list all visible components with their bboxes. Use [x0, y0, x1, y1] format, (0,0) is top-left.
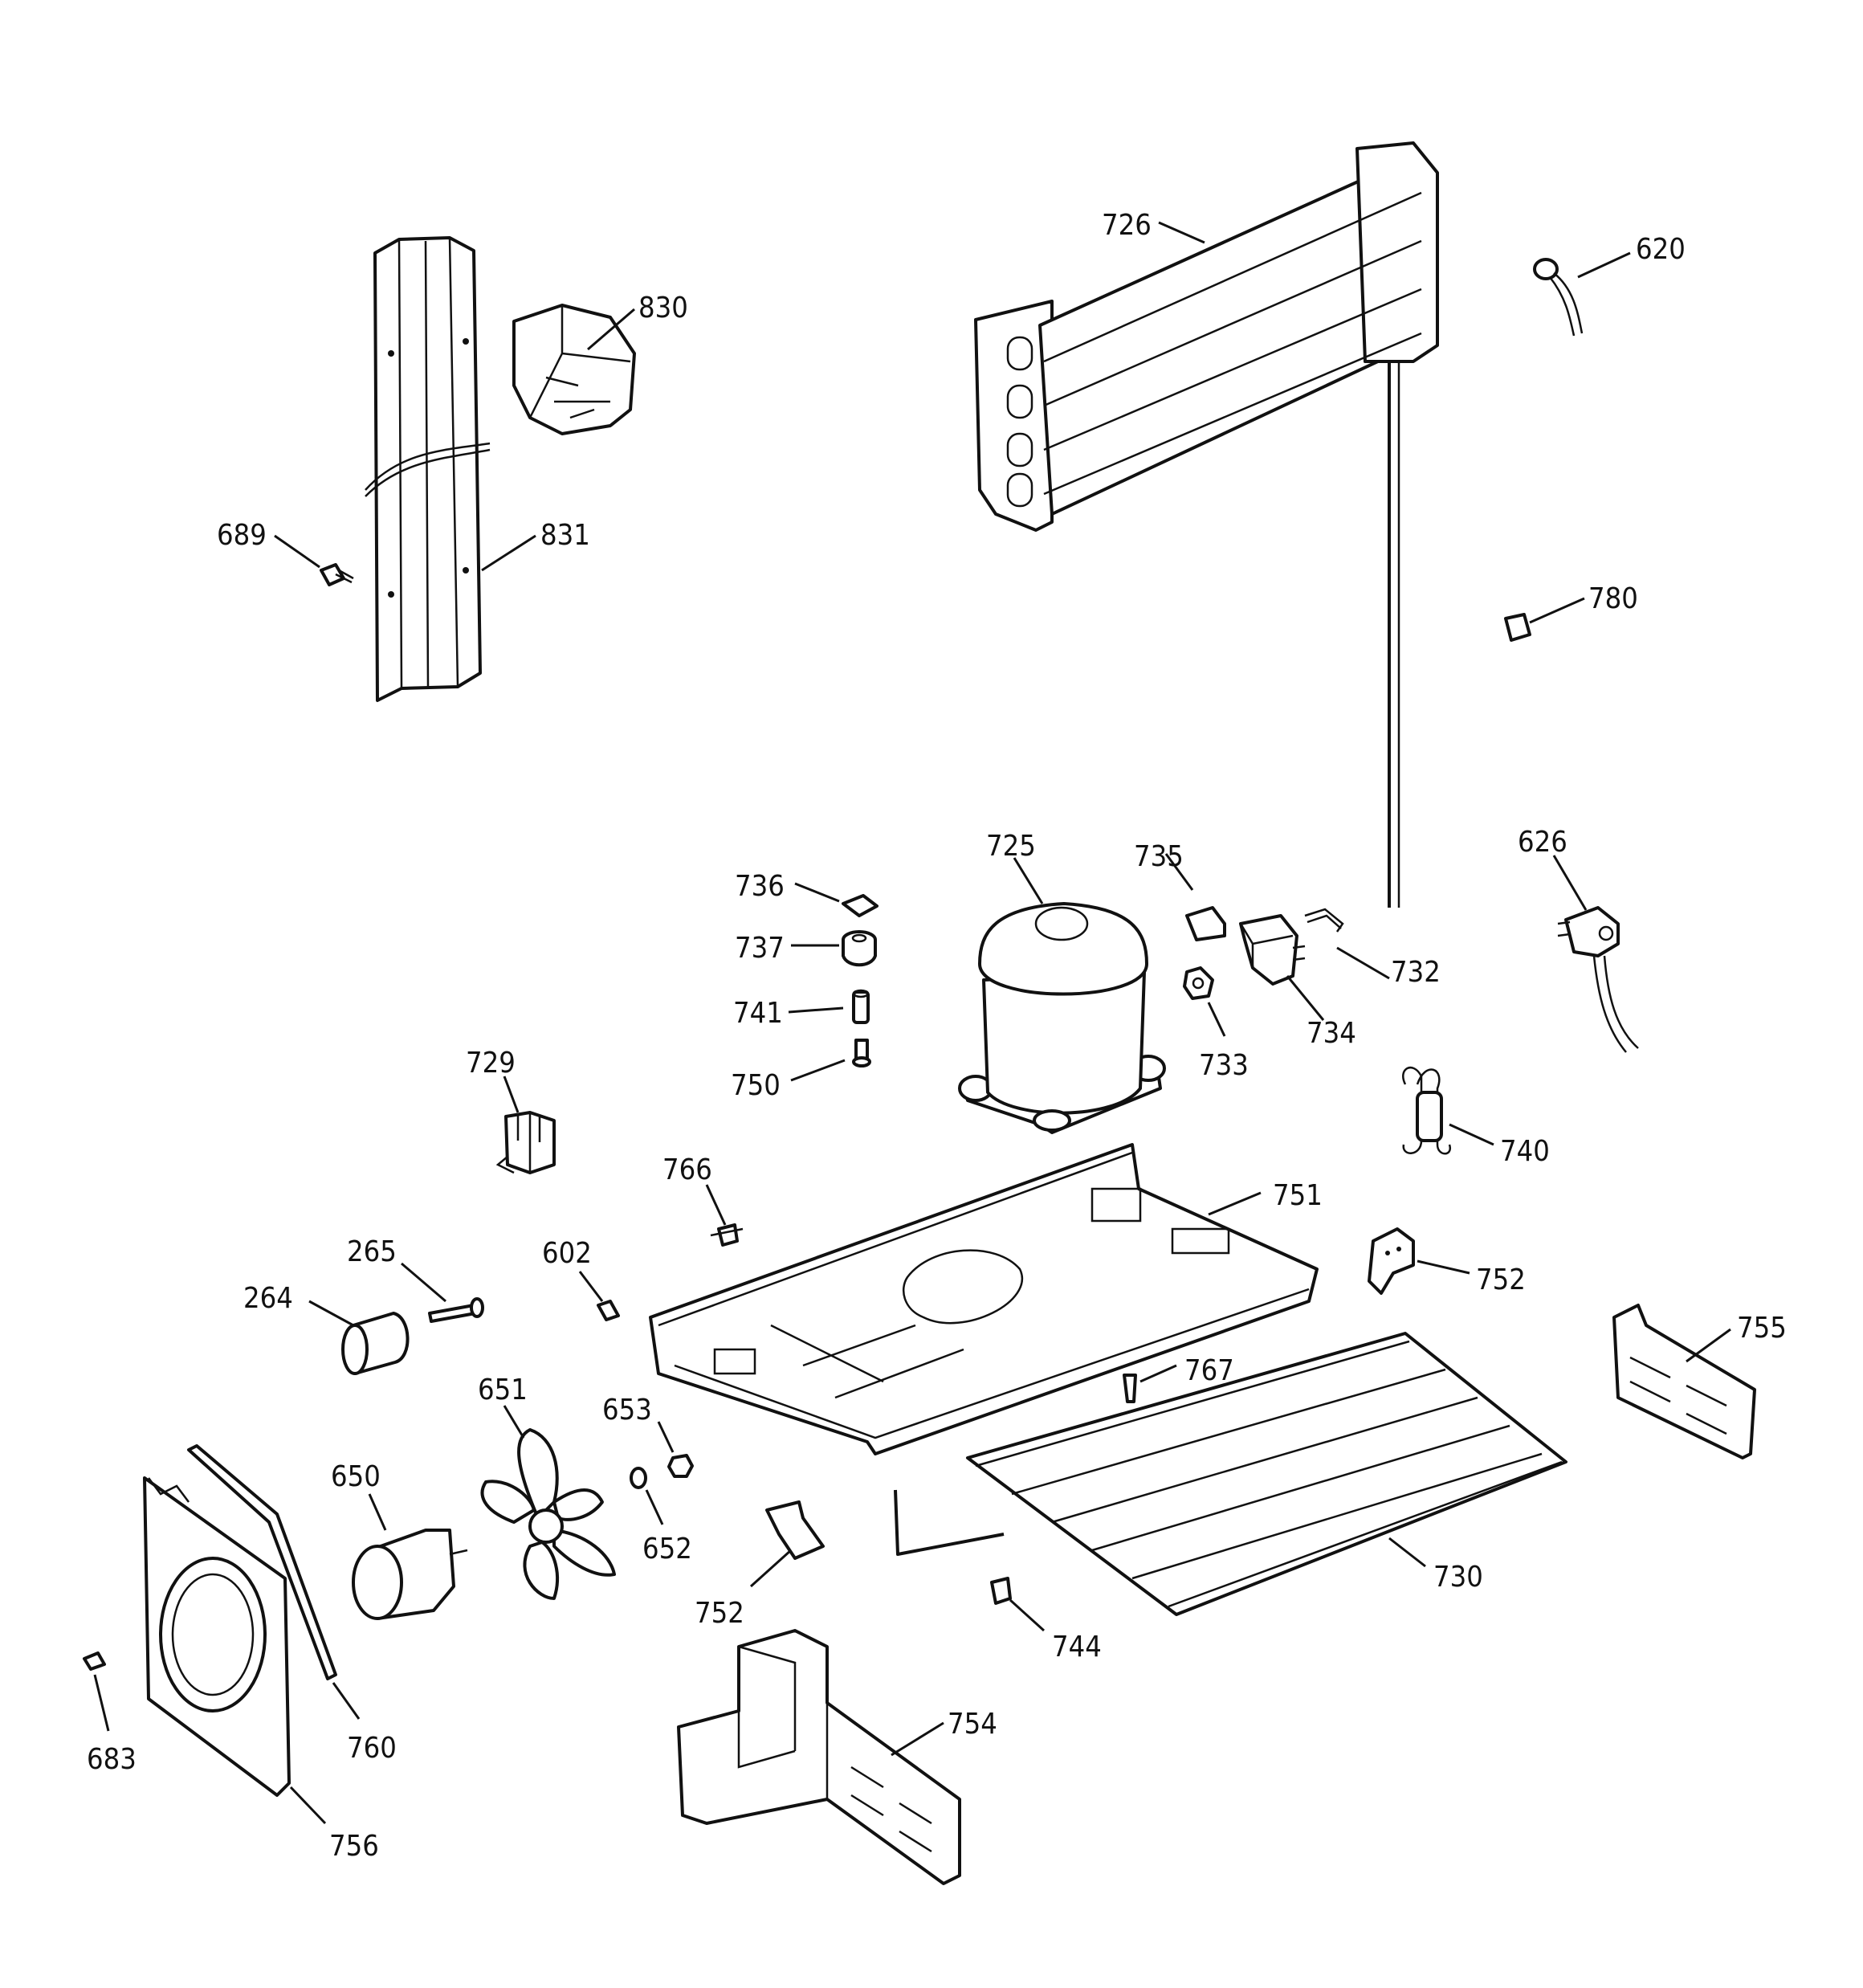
part-label-652[interactable]: 652	[642, 1533, 692, 1565]
screw-689-drawing	[320, 563, 354, 586]
screw-767-drawing	[1123, 1374, 1137, 1403]
part-label-741[interactable]: 741	[733, 997, 783, 1030]
bracket-752-lower-drawing	[765, 1500, 825, 1560]
part-label-689[interactable]: 689	[217, 519, 267, 552]
wire-harness-620-drawing	[1533, 258, 1584, 337]
part-label-760[interactable]: 760	[347, 1732, 397, 1765]
leader-lines	[93, 221, 1731, 1825]
part-label-831[interactable]: 831	[540, 519, 590, 552]
part-label-755[interactable]: 755	[1737, 1312, 1787, 1345]
part-label-683[interactable]: 683	[87, 1743, 137, 1776]
clip-766-drawing	[710, 1223, 744, 1247]
part-label-740[interactable]: 740	[1500, 1135, 1550, 1168]
part-label-650[interactable]: 650	[331, 1460, 381, 1493]
bracket-752-upper-drawing	[1368, 1227, 1415, 1295]
part-label-752-upper[interactable]: 752	[1476, 1263, 1526, 1296]
screw-683-drawing	[83, 1651, 106, 1671]
clip-732-drawing	[1304, 908, 1344, 933]
part-number-labels: 726 620 830 831 689 780 626 725 735 736 …	[87, 209, 1787, 1863]
nut-653-drawing	[667, 1454, 694, 1478]
bolt-750-drawing	[852, 1039, 871, 1067]
part-label-766[interactable]: 766	[662, 1153, 712, 1186]
part-label-744[interactable]: 744	[1052, 1631, 1102, 1663]
insulation-block-drawing	[512, 304, 636, 435]
part-label-767[interactable]: 767	[1184, 1354, 1234, 1387]
part-label-725[interactable]: 725	[986, 830, 1036, 863]
part-label-752-lower[interactable]: 752	[695, 1597, 744, 1630]
part-label-730[interactable]: 730	[1433, 1561, 1483, 1594]
compressor-drawing	[958, 902, 1166, 1134]
base-pan-drawing	[649, 1143, 1319, 1455]
bracket-755-drawing	[1612, 1304, 1756, 1459]
pin-265-drawing	[428, 1297, 484, 1323]
fan-blade-drawing	[480, 1428, 616, 1600]
part-label-653[interactable]: 653	[602, 1394, 652, 1427]
channel-bracket-drawing	[365, 236, 491, 702]
sleeve-741-drawing	[852, 989, 870, 1024]
washer-652-drawing	[630, 1467, 647, 1489]
part-label-737[interactable]: 737	[735, 932, 785, 965]
bracket-754-drawing	[677, 1629, 961, 1885]
gasket-760-drawing	[187, 1444, 337, 1680]
part-label-602[interactable]: 602	[542, 1237, 592, 1270]
clip-780-drawing	[1504, 613, 1531, 642]
harness-740-drawing	[1402, 1067, 1452, 1155]
overload-733-drawing	[1183, 966, 1214, 1000]
part-label-780[interactable]: 780	[1588, 582, 1638, 615]
part-label-735[interactable]: 735	[1134, 840, 1184, 873]
part-label-732[interactable]: 732	[1391, 956, 1441, 989]
part-label-729[interactable]: 729	[466, 1047, 516, 1080]
part-label-736[interactable]: 736	[735, 870, 785, 903]
part-label-733[interactable]: 733	[1199, 1049, 1249, 1082]
part-label-651[interactable]: 651	[478, 1374, 528, 1406]
relay-734-drawing	[1239, 914, 1306, 986]
part-label-750[interactable]: 750	[731, 1069, 781, 1102]
fan-motor-drawing	[352, 1529, 468, 1620]
clip-736-drawing	[842, 894, 879, 917]
screw-602-drawing	[597, 1300, 620, 1321]
part-label-620[interactable]: 620	[1636, 233, 1686, 266]
capacitor-729-drawing	[495, 1111, 556, 1174]
part-label-756[interactable]: 756	[329, 1830, 379, 1863]
evaporator-drawing	[974, 141, 1439, 908]
fan-shroud-drawing	[143, 1476, 291, 1797]
bushing-264-drawing	[341, 1312, 410, 1375]
part-label-264[interactable]: 264	[243, 1282, 293, 1315]
condenser-drawing	[894, 1332, 1567, 1616]
part-label-830[interactable]: 830	[638, 292, 688, 325]
part-label-754[interactable]: 754	[948, 1708, 997, 1741]
part-label-726[interactable]: 726	[1102, 209, 1152, 242]
part-label-734[interactable]: 734	[1307, 1017, 1356, 1050]
clip-744-drawing	[990, 1577, 1012, 1605]
grommet-737-drawing	[842, 930, 877, 967]
part-label-265[interactable]: 265	[347, 1235, 397, 1268]
part-label-751[interactable]: 751	[1273, 1179, 1323, 1212]
part-label-626[interactable]: 626	[1518, 826, 1567, 859]
power-cord-drawing	[1557, 906, 1639, 1053]
bracket-735-drawing	[1185, 906, 1226, 941]
